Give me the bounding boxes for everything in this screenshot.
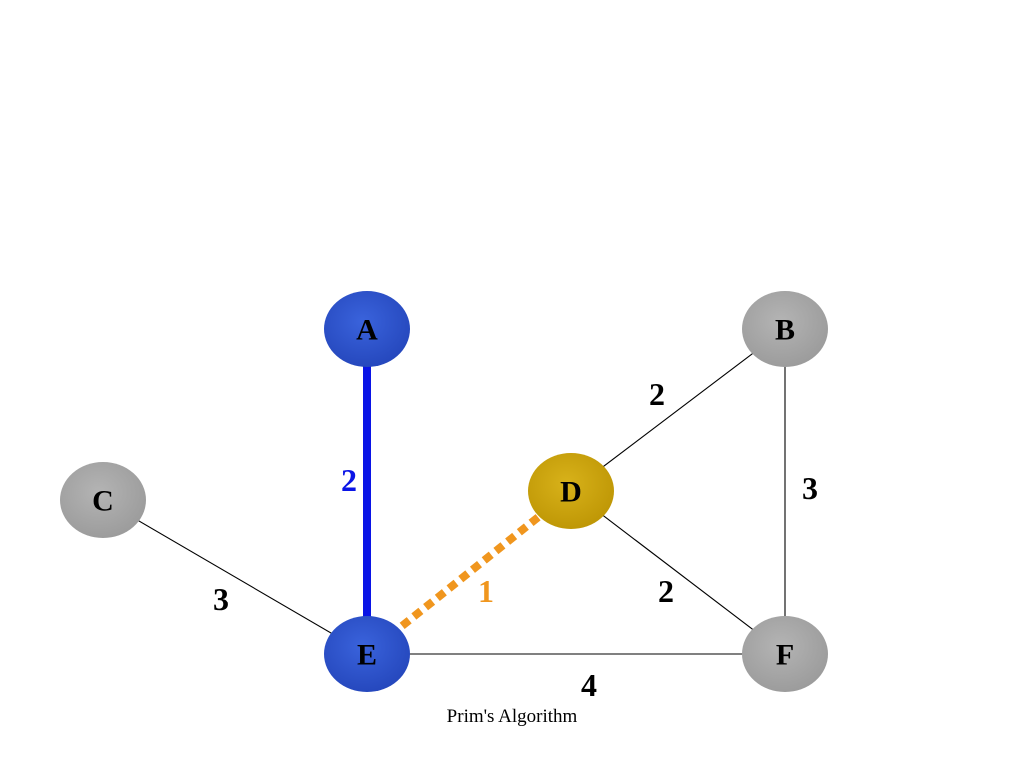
node-b: B [742, 291, 828, 367]
edge-e-d [364, 487, 574, 658]
node-f: F [742, 616, 828, 692]
node-a: A [324, 291, 410, 367]
node-d: D [528, 453, 614, 529]
node-circle-a [324, 291, 410, 367]
node-label-a: A [356, 314, 378, 347]
node-circle-f [742, 616, 828, 692]
node-label-c: C [92, 485, 114, 518]
edge-weight-d-b: 2 [649, 376, 665, 412]
node-c: C [60, 462, 146, 538]
edge-weight-d-f: 2 [658, 573, 674, 609]
edge-d-b [570, 328, 786, 492]
edge-c-e [102, 499, 368, 655]
edge-weight-c-e: 3 [213, 581, 229, 617]
node-label-f: F [776, 639, 794, 672]
weights-layer: 2 1 3 4 2 2 3 [213, 376, 818, 703]
node-label-e: E [357, 639, 377, 672]
node-e: E [324, 616, 410, 692]
edges-layer [102, 328, 786, 658]
node-label-d: D [560, 476, 582, 509]
node-circle-b [742, 291, 828, 367]
node-circle-c [60, 462, 146, 538]
node-circle-d [528, 453, 614, 529]
edge-d-f [570, 490, 786, 655]
edge-weight-e-f: 4 [581, 667, 597, 703]
edge-weight-e-d: 1 [478, 573, 494, 609]
edge-weight-b-f: 3 [802, 470, 818, 506]
nodes-layer: A B C D E F [60, 291, 828, 692]
node-label-b: B [775, 314, 795, 347]
edge-weight-a-e: 2 [341, 462, 357, 498]
node-circle-e [324, 616, 410, 692]
diagram-caption: Prim's Algorithm [446, 706, 578, 727]
